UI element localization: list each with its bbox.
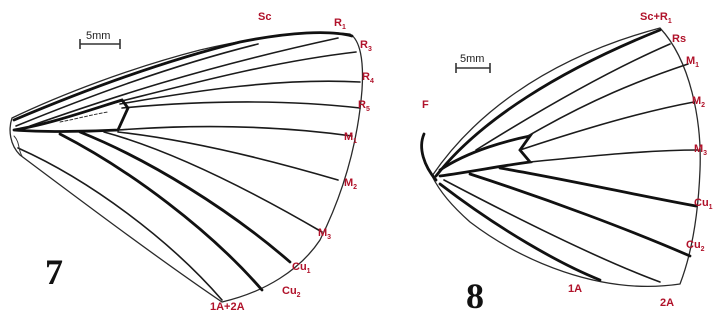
vein-label-subscript: 1 [695,62,699,69]
vein-label: Cu2 [686,239,705,253]
vein-label-subscript: 1 [709,204,713,211]
vein-label-subscript: 1 [668,18,672,25]
figure-number-8: 8 [466,276,484,316]
vein-label-subscript: 1 [353,138,357,145]
hindwing-outline [432,28,700,286]
vein-label-subscript: 1 [307,268,311,275]
hindwing-vein-m1 [528,64,688,136]
forewing-scale-label: 5mm [86,30,110,42]
vein-label: M3 [318,227,331,241]
vein-label: F [422,99,429,111]
vein-label: Cu2 [282,285,301,299]
vein-label: M1 [344,131,357,145]
vein-label: M2 [692,95,705,109]
hindwing-scale-bar: 5mm [456,53,490,73]
vein-label-subscript: 5 [366,106,370,113]
vein-label: Sc+R1 [640,11,672,25]
vein-label: 2A [660,297,674,309]
vein-label-subscript: 3 [327,234,331,241]
vein-label: M3 [694,143,707,157]
vein-label: M2 [344,177,357,191]
forewing-vein-r5 [122,102,360,108]
figure-number-7: 7 [45,252,63,292]
vein-label-subscript: 2 [353,184,357,191]
forewing-vein-cu2 [60,134,262,290]
hindwing-scale-label: 5mm [460,53,484,65]
forewing-vein-sc [16,44,258,126]
vein-label: M1 [686,55,699,69]
vein-label-subscript: 3 [703,150,707,157]
hindwing-diagram: 5mm 8 [422,28,701,316]
vein-label: 1A [568,283,582,295]
vein-label: Rs [672,33,686,45]
hindwing-vein-m3 [530,150,698,162]
vein-label: Cu1 [292,261,311,275]
vein-label: Cu1 [694,197,713,211]
vein-label-subscript: 1 [342,24,346,31]
forewing-scale-bar: 5mm [80,30,120,49]
vein-label-subscript: 2 [701,246,705,253]
vein-label: Sc [258,11,271,23]
vein-label-subscript: 2 [701,102,705,109]
forewing-vein-m2 [118,132,338,180]
vein-label: R4 [362,71,374,85]
forewing-vein-r3 [110,52,356,104]
vein-label-subscript: 2 [297,292,301,299]
forewing-vein-m1 [118,127,352,136]
vein-label: R5 [358,99,370,113]
hindwing-vein-2a [440,184,600,280]
vein-label: R1 [334,17,346,31]
vein-label-subscript: 4 [370,78,374,85]
forewing-diagram: 5mm 7 [10,30,362,302]
vein-label: R3 [360,39,372,53]
hindwing-vein-cu1 [500,168,696,206]
vein-label: 1A+2A [210,301,245,313]
vein-label-subscript: 3 [368,46,372,53]
